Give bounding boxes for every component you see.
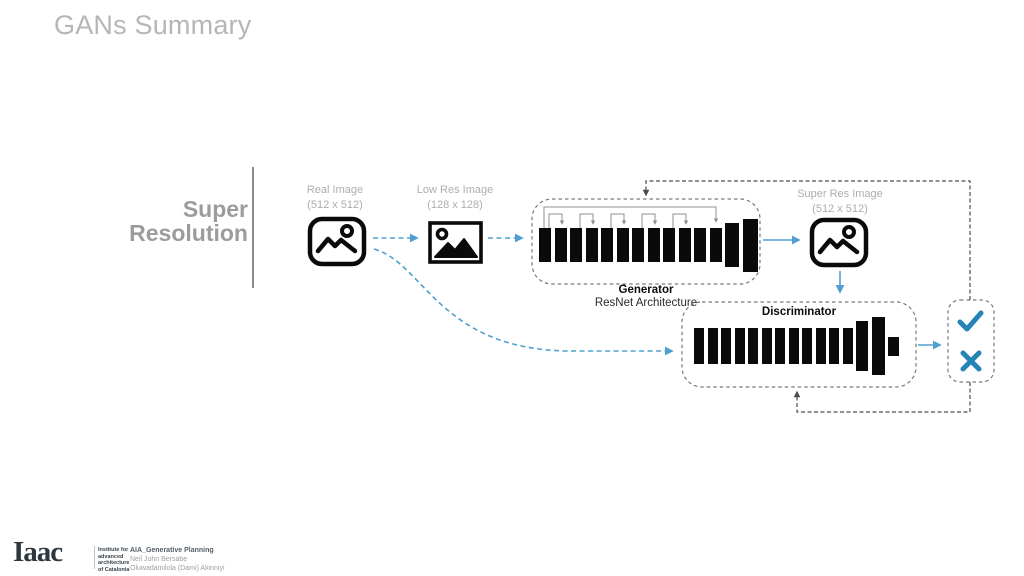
- skip-connection-5: [672, 213, 689, 228]
- discriminator-layer-bar: [788, 328, 799, 364]
- generator-label: Generator: [618, 284, 674, 296]
- generator-layer-bar: [570, 228, 582, 262]
- discriminator-layer-bar: [775, 328, 785, 364]
- generator-layer-bar: [678, 228, 691, 262]
- discriminator-layer-bar: [721, 328, 731, 364]
- super-res-label-text: Super Res Image: [797, 188, 883, 200]
- discriminator-layer-bar: [842, 328, 853, 364]
- discriminator-layer-bar: [871, 317, 885, 375]
- discriminator-label: Discriminator: [761, 306, 837, 318]
- generator-layer-bar: [554, 228, 567, 262]
- institute-line: architecture: [98, 560, 130, 567]
- super-res-image-label: Super Res Image (512 x 512): [775, 187, 905, 217]
- real-image-label: Real Image (512 x 512): [270, 183, 400, 213]
- generator-layer-bar: [694, 228, 706, 262]
- generator-sublabel: ResNet Architecture: [594, 297, 698, 309]
- low-res-image-label: Low Res Image (128 x 128): [390, 183, 520, 213]
- discriminator-layer-bar: [761, 328, 772, 364]
- feedback-loop-to-discriminator: [793, 382, 971, 413]
- discriminator-layer-bar: [748, 328, 758, 364]
- section-label-line2: Resolution: [129, 220, 248, 247]
- generator-layers: [539, 217, 758, 273]
- discriminator-layer-bar: [802, 328, 812, 364]
- skip-connection-long: [543, 206, 719, 228]
- footer-divider: [94, 546, 95, 569]
- discriminator-layer-bar: [856, 321, 868, 371]
- course-credits: AIA_Generative Planning Neil John Bersab…: [130, 546, 225, 573]
- generator-layer-bar: [616, 228, 629, 262]
- cross-icon: [960, 350, 982, 372]
- real-image-label-text: Real Image: [306, 184, 364, 196]
- discriminator-output-bar: [888, 336, 899, 356]
- institute-line: Institute for: [98, 547, 129, 553]
- section-divider-line: [252, 167, 254, 288]
- skip-connection-2: [579, 213, 596, 228]
- author-name: Neil John Bersabe: [130, 556, 188, 564]
- arrow-real-to-discriminator: [373, 248, 674, 356]
- generator-layer-bar: [742, 218, 758, 272]
- generator-layer-bar: [647, 228, 660, 262]
- skip-connection-3: [610, 213, 627, 228]
- generator-layer-bar: [585, 228, 598, 262]
- generator-layer-bar: [709, 228, 722, 262]
- super-res-image-icon: [809, 217, 869, 268]
- author-name: Oluwadamilola (Dami) Akinniyi: [130, 565, 225, 573]
- skip-connection-1: [548, 213, 565, 228]
- institute-line: advanced: [98, 553, 124, 560]
- check-icon: [957, 310, 984, 332]
- discriminator-layer-bar: [694, 328, 704, 364]
- generator-layer-bar: [601, 228, 613, 262]
- generator-layer-bar: [632, 228, 644, 262]
- discriminator-layer-bar: [707, 328, 718, 364]
- real-image-icon: [307, 216, 367, 267]
- generator-layer-bar: [663, 228, 675, 262]
- generator-layer-bar: [725, 223, 739, 267]
- super-res-size-text: (512 x 512): [812, 202, 868, 215]
- section-label: Super Resolution: [58, 197, 248, 246]
- discriminator-layer-bar: [815, 328, 826, 364]
- course-title: AIA_Generative Planning: [130, 547, 214, 554]
- institute-name: Institute for advanced architecture of C…: [98, 547, 130, 573]
- feedback-loop-to-generator: [642, 180, 971, 300]
- discriminator-layer-bar: [829, 328, 839, 364]
- discriminator-box: [681, 301, 917, 388]
- real-image-size-text: (512 x 512): [307, 198, 363, 211]
- generator-box: [531, 198, 761, 285]
- generator-layer-bar: [539, 228, 551, 262]
- low-res-size-text: (128 x 128): [427, 198, 483, 211]
- skip-connection-4: [641, 213, 658, 228]
- section-label-line1: Super: [182, 196, 248, 222]
- institute-line: of Catalonia: [98, 566, 130, 573]
- iaac-logo: Iaac: [13, 536, 63, 568]
- low-res-image-icon: [428, 221, 483, 264]
- low-res-label-text: Low Res Image: [416, 184, 494, 196]
- discriminator-layers: [694, 316, 899, 376]
- page-title: GANs Summary: [54, 10, 252, 40]
- discriminator-layer-bar: [734, 328, 745, 364]
